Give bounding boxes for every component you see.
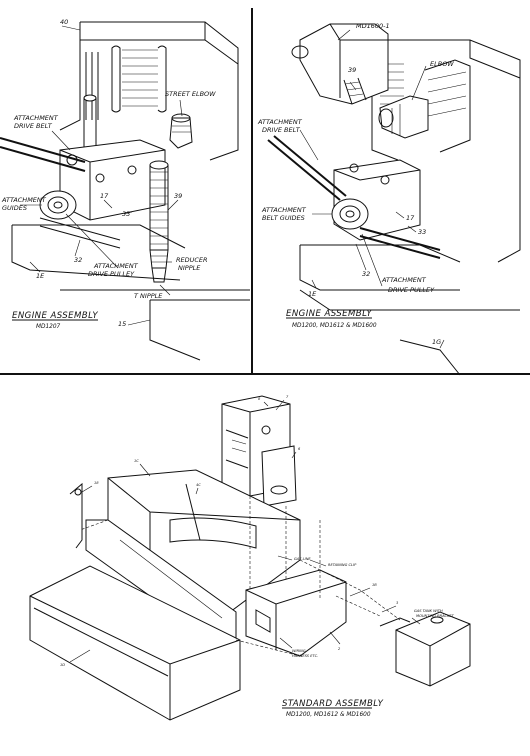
reducer-nipple-part	[149, 249, 169, 283]
label-attachment-drive-pulley-right-2: DRIVE PULLEY	[388, 286, 435, 294]
standard-assembly: 8 7 6 1C 18 4C GAS LINE RETAINING CLIP 1…	[29, 395, 471, 721]
flex-hose	[149, 160, 169, 250]
base-plate-right	[299, 244, 520, 376]
label-attachment-drive-pulley-1: ATTACHMENT	[93, 262, 139, 270]
leader-lines-right	[299, 29, 445, 349]
label-33-right: 33	[418, 228, 426, 236]
label-40: 40	[60, 18, 68, 26]
engine-assembly-md1207: 40 STREET ELBOW ATTACHMENT DRIVE BELT AT…	[0, 18, 250, 361]
label-1b: 1B	[372, 583, 377, 587]
label-17: 17	[100, 192, 109, 200]
hood-prop-rod	[69, 482, 83, 549]
label-attachment-drive-belt-2: DRIVE BELT	[14, 122, 53, 130]
label-attachment-belt-guides-1: ATTACHMENT	[261, 206, 307, 214]
label-reducer-nipple-1: REDUCER	[176, 256, 208, 264]
label-17-right: 17	[406, 214, 415, 222]
air-filter	[261, 445, 297, 507]
hose-39	[343, 77, 367, 105]
attachment-drive-belt-right	[267, 135, 441, 259]
label-retaining-clip: RETAINING CLIP	[328, 563, 357, 567]
engine-housing	[59, 21, 239, 161]
label-1g: 1G	[432, 338, 441, 346]
label-1d: 1D	[60, 663, 65, 667]
leader-lines-bottom	[69, 399, 421, 663]
label-t-nipple: T NIPPLE	[134, 292, 163, 300]
models-engine-right: MD1200, MD1612 & MD1600	[292, 323, 377, 329]
label-1e: 1E	[36, 272, 45, 280]
base-plate	[11, 224, 250, 361]
label-gas-tank-1: GAS TANK WITH	[414, 609, 443, 613]
label-attachment-belt-guides-2: BELT GUIDES	[262, 214, 305, 222]
label-1e-right: 1E	[308, 290, 317, 298]
label-3: 3	[396, 601, 399, 605]
attachment-drive-belt-part	[0, 137, 121, 249]
label-39: 39	[174, 192, 182, 200]
label-md1600-1: MD1600-1	[356, 22, 390, 30]
label-gas-tank-2: MOUNTING BRACKET	[416, 614, 455, 618]
elbow-part	[378, 95, 429, 139]
pulley-housing	[59, 139, 166, 221]
cooling-fins	[111, 45, 167, 113]
label-15: 15	[118, 320, 126, 328]
label-4c: 4C	[196, 483, 201, 487]
label-elbow: ELBOW	[430, 60, 454, 68]
label-18: 18	[94, 481, 99, 485]
label-7: 7	[286, 395, 289, 399]
caption-standard-assembly: STANDARD ASSEMBLY	[282, 699, 384, 709]
attachment-drive-pulley-right	[331, 198, 369, 230]
label-attachment-guides-1: ATTACHMENT	[1, 196, 47, 204]
label-wiring-2: HARNESS ETC.	[292, 654, 318, 658]
label-39-right: 39	[348, 66, 356, 74]
label-8: 8	[258, 397, 261, 401]
street-elbow-part	[169, 113, 193, 149]
label-32: 32	[74, 256, 82, 264]
gas-tank-part	[379, 611, 471, 687]
label-6: 6	[298, 447, 301, 451]
label-gas-line: GAS LINE	[294, 557, 311, 561]
label-attachment-drive-pulley-2: DRIVE PULLEY	[88, 270, 135, 278]
label-street-elbow: STREET ELBOW	[165, 90, 216, 98]
air-cleaner-housing	[291, 23, 389, 105]
label-32-right: 32	[362, 270, 370, 278]
engine-assembly-md1200-md1612-md1600: MD1600-1 39 ELBOW ATTACHMENT DRIVE BELT …	[257, 22, 521, 376]
caption-engine-assembly-right: ENGINE ASSEMBLY	[286, 309, 372, 319]
base-pan	[29, 565, 241, 721]
panel-dividers	[0, 8, 530, 375]
label-attachment-guides-2: GUIDES	[2, 204, 27, 212]
label-1c: 1C	[134, 459, 139, 463]
caption-engine-assembly-left: ENGINE ASSEMBLY	[12, 311, 98, 321]
label-attachment-drive-belt-right-1: ATTACHMENT	[257, 118, 303, 126]
label-attachment-drive-belt-right-2: DRIVE BELT	[262, 126, 301, 134]
label-2: 2	[338, 647, 341, 651]
main-frame	[245, 569, 347, 657]
label-attachment-drive-pulley-right-1: ATTACHMENT	[381, 276, 427, 284]
models-standard: MD1200, MD1612 & MD1600	[286, 712, 371, 718]
leader-lines	[20, 25, 183, 326]
label-33: 33	[122, 210, 130, 218]
model-md1207: MD1207	[36, 324, 61, 330]
label-attachment-drive-belt-1: ATTACHMENT	[13, 114, 59, 122]
label-reducer-nipple-2: NIPPLE	[178, 264, 201, 272]
label-wiring-1: WIRING	[292, 649, 306, 653]
